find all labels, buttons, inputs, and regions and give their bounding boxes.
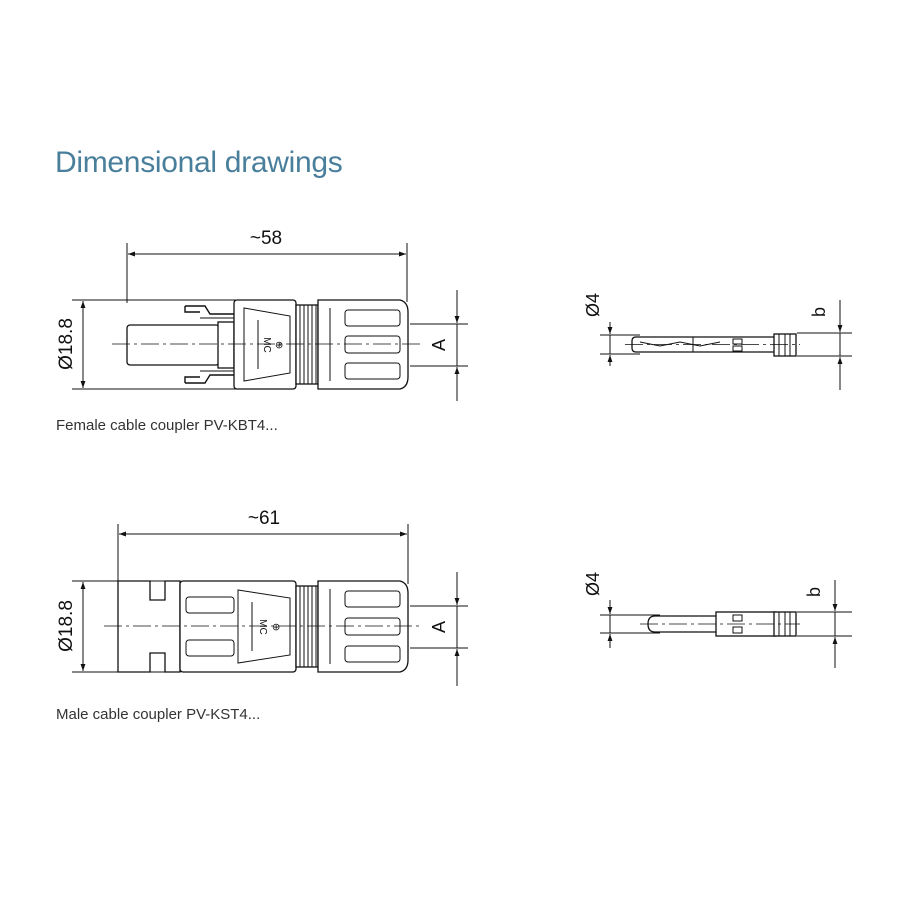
female-pin-diameter-label: Ø4 xyxy=(583,293,603,317)
male-marking-label: MC xyxy=(257,619,268,635)
page-title: Dimensional drawings xyxy=(55,146,343,179)
male-pin-diameter-label: Ø4 xyxy=(583,572,603,596)
female-a-label: A xyxy=(429,339,449,351)
female-b-label: b xyxy=(809,307,829,317)
male-length-label: ~61 xyxy=(248,508,280,529)
female-contact-drawing: Ø4 b xyxy=(583,293,852,390)
female-caption: Female cable coupler PV-KBT4... xyxy=(56,417,278,434)
male-marking-symbol: ⊕ xyxy=(270,623,281,631)
male-b-label: b xyxy=(804,587,824,597)
female-diameter-label: Ø18.8 xyxy=(56,318,77,370)
female-length-label: ~58 xyxy=(250,228,282,249)
male-contact-drawing: Ø4 b xyxy=(583,572,852,668)
female-marking-label: MC xyxy=(261,337,272,353)
female-coupler-drawing: ~58 Ø18.8 MC ⊕ xyxy=(56,228,468,401)
male-diameter-label: Ø18.8 xyxy=(56,600,77,652)
male-coupler-drawing: ~61 Ø18.8 MC ⊕ A xyxy=(56,508,468,686)
male-caption: Male cable coupler PV-KST4... xyxy=(56,706,261,723)
female-marking-symbol: ⊕ xyxy=(273,341,284,349)
male-a-label: A xyxy=(429,621,449,633)
